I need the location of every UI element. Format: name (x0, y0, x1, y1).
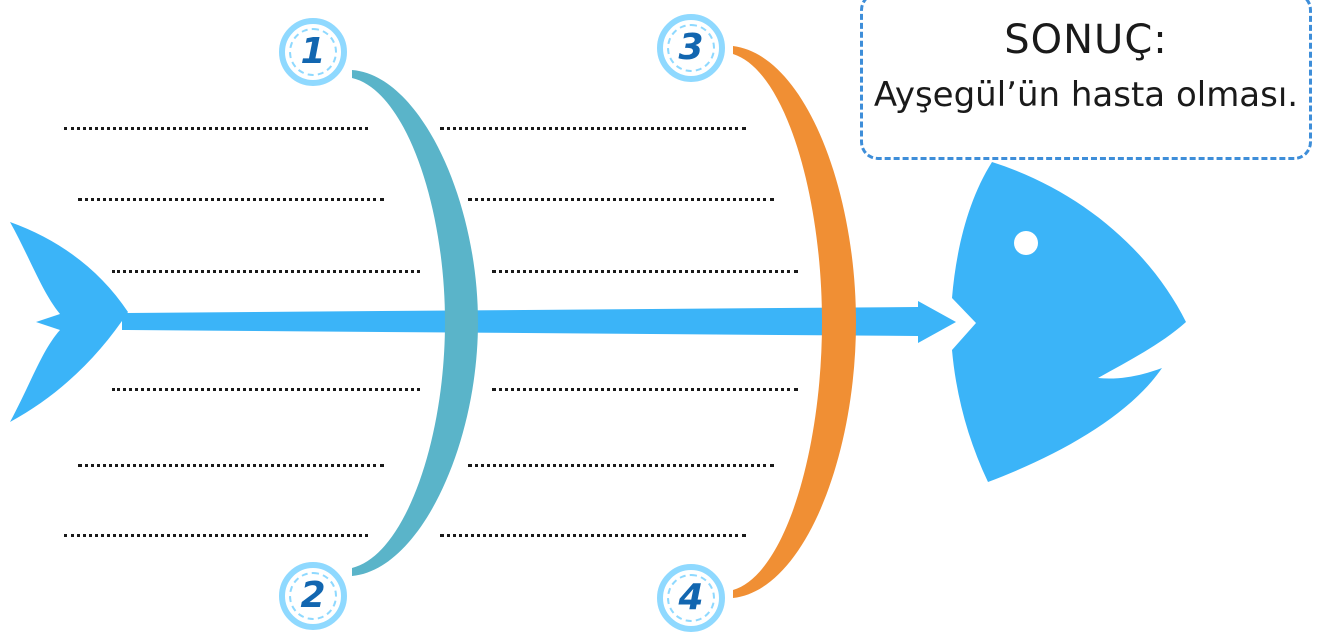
answer-line-4b[interactable] (468, 452, 774, 467)
answer-line-4c[interactable] (440, 522, 746, 537)
bone-1-2 (352, 70, 478, 576)
cause-badge-1: 1 (279, 18, 347, 86)
cause-number-2: 2 (300, 575, 326, 616)
fish-spine (122, 301, 956, 343)
cause-number-1: 1 (300, 31, 326, 72)
bone-3-4 (733, 46, 856, 598)
cause-badge-2: 2 (279, 562, 347, 630)
cause-badge-4: 4 (657, 564, 725, 632)
answer-line-3b[interactable] (468, 186, 774, 201)
fish-eye (1014, 231, 1038, 255)
fish-tail (10, 222, 128, 422)
answer-line-1b[interactable] (78, 186, 384, 201)
answer-line-2b[interactable] (78, 452, 384, 467)
cause-number-4: 4 (678, 577, 704, 618)
answer-line-3c[interactable] (492, 258, 798, 273)
cause-badge-3: 3 (657, 14, 725, 82)
cause-number-3: 3 (678, 27, 704, 68)
result-text: Ayşegül’ün hasta olması. (873, 75, 1299, 115)
answer-line-2c[interactable] (64, 522, 368, 537)
answer-line-1a[interactable] (64, 115, 368, 130)
answer-line-2a[interactable] (112, 376, 420, 391)
answer-line-1c[interactable] (112, 258, 420, 273)
result-box: SONUÇ: Ayşegül’ün hasta olması. (860, 0, 1312, 160)
answer-line-3a[interactable] (440, 115, 746, 130)
result-title: SONUÇ: (1004, 17, 1168, 63)
answer-line-4a[interactable] (492, 376, 798, 391)
fish-head (952, 162, 1186, 482)
